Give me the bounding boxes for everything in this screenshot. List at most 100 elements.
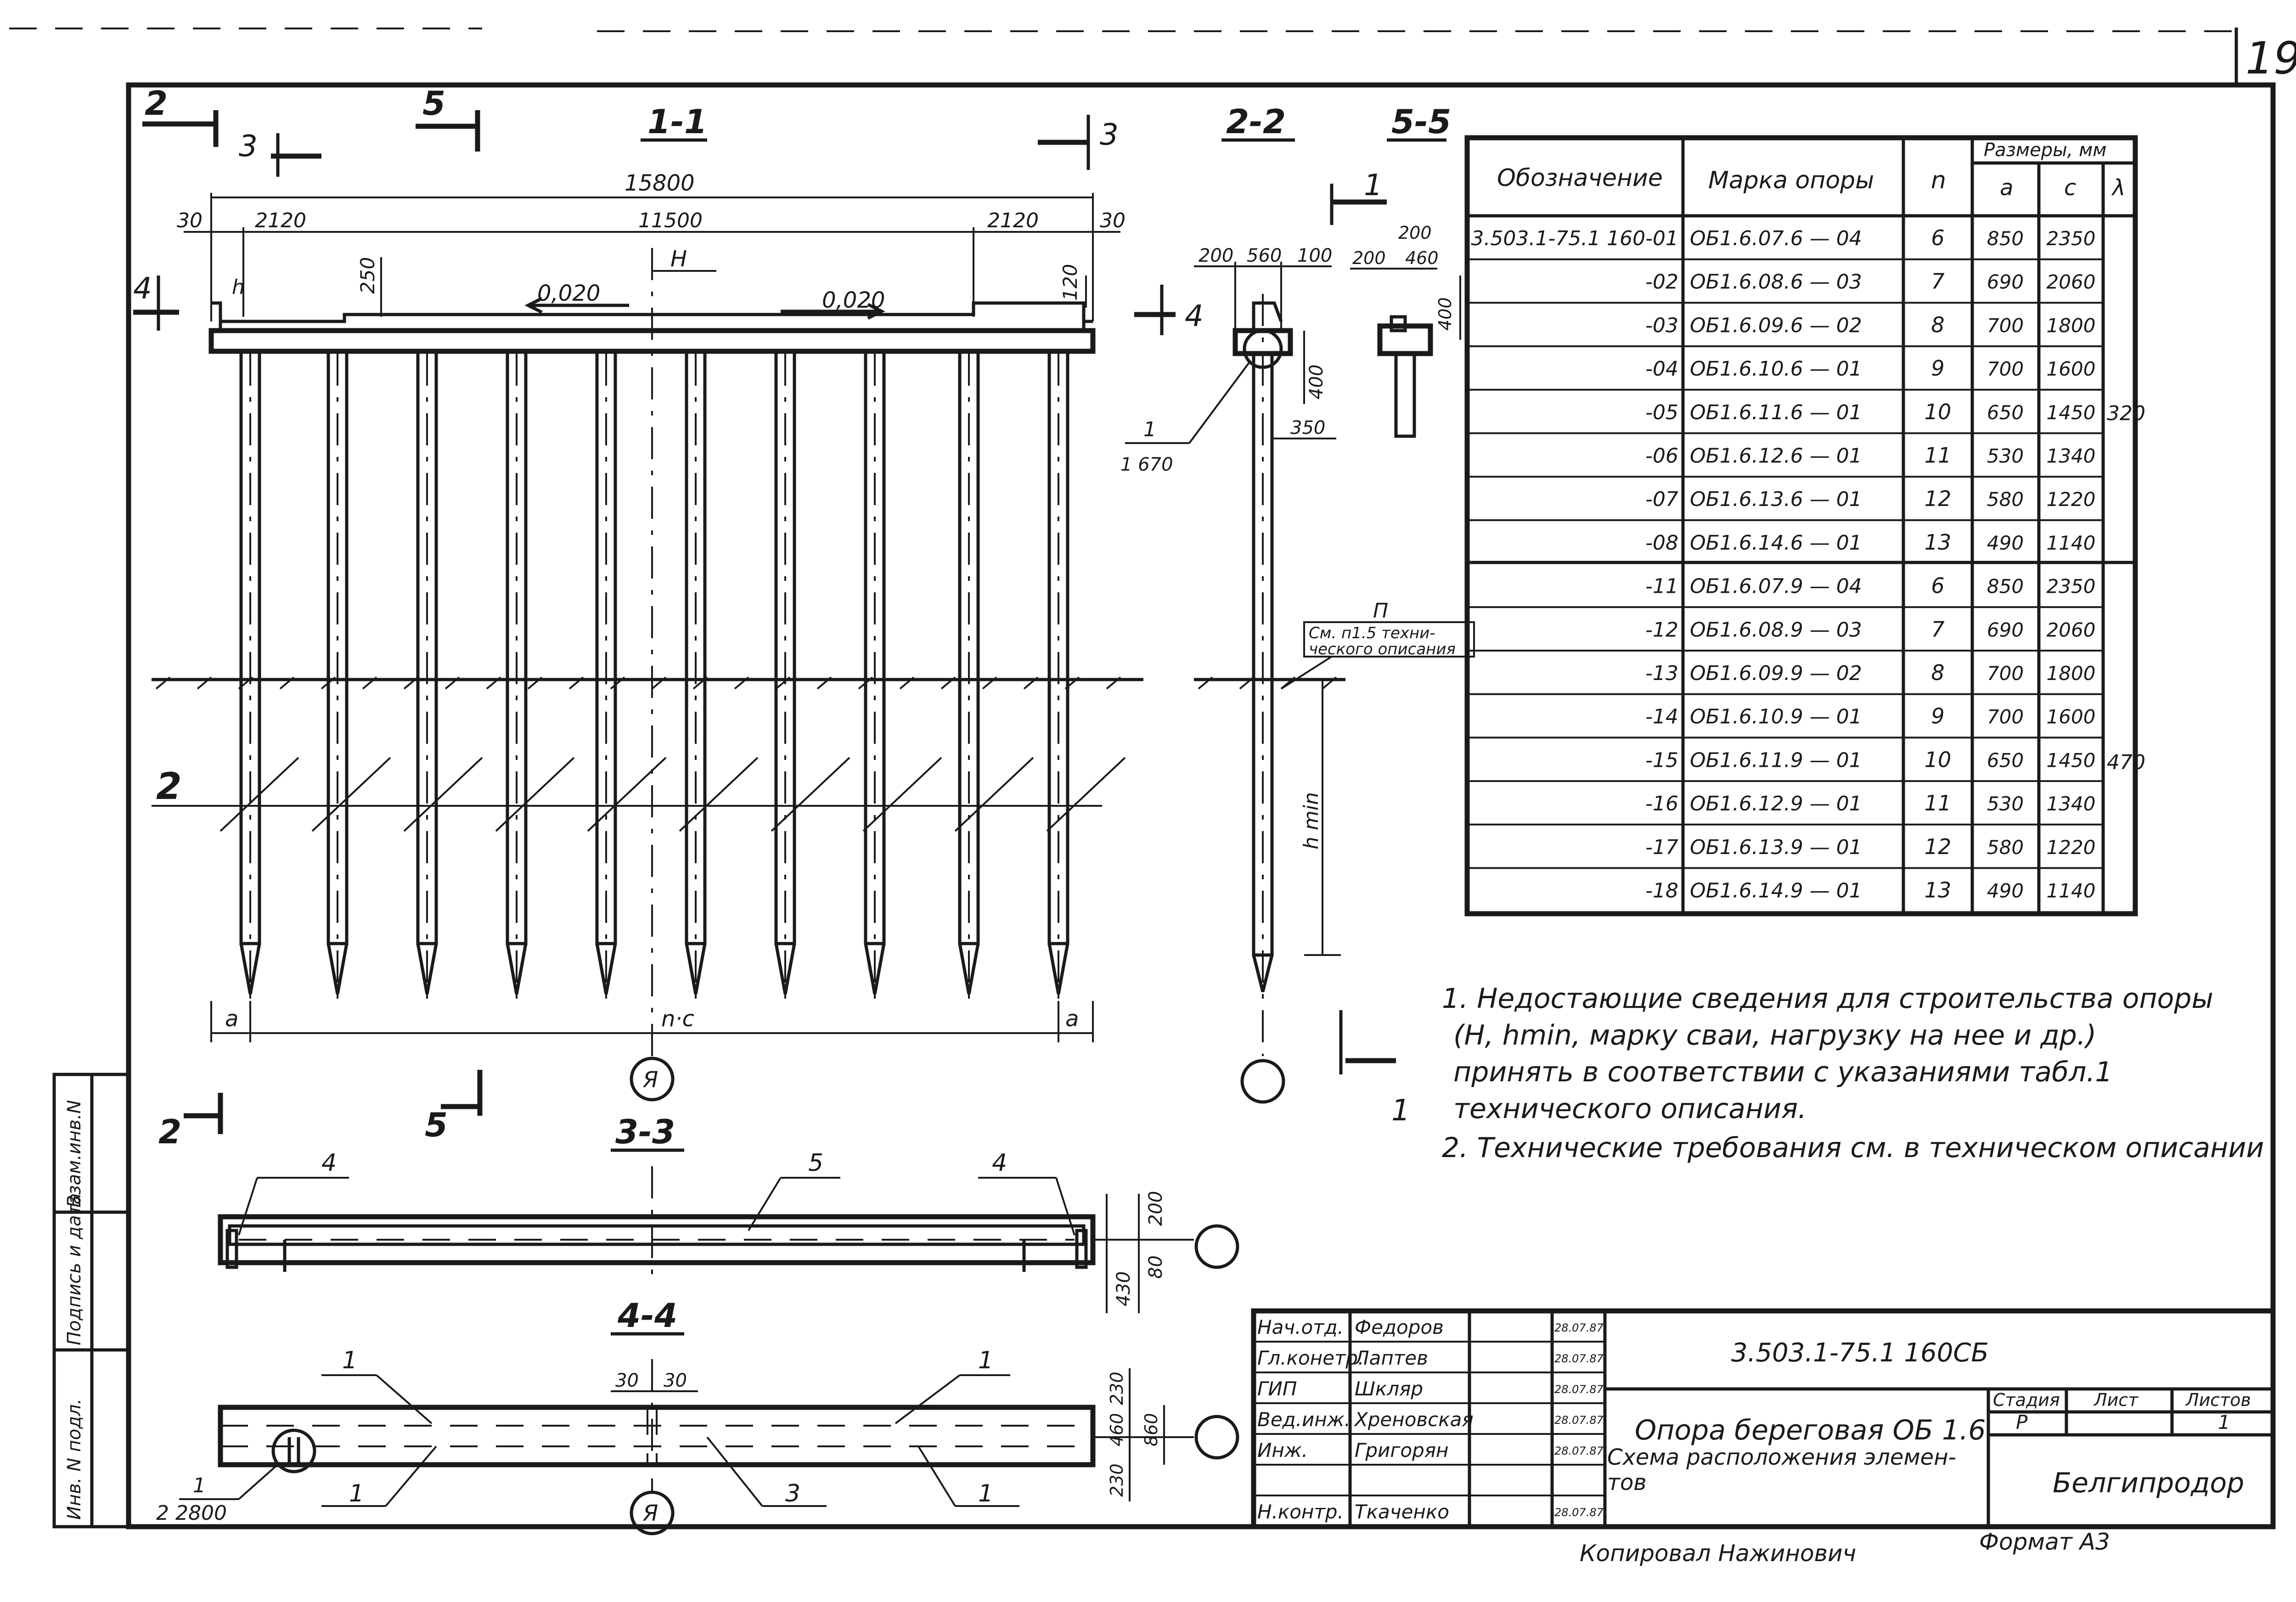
table-cell-designation: -11 <box>1645 575 1678 598</box>
pile-2 <box>326 349 349 1001</box>
table-cell-a: 530 <box>1987 445 2024 467</box>
table-cell-mark: ОБ1.6.11.6 — 01 <box>1690 401 1862 424</box>
dim-edge-right: 30 <box>1100 209 1125 232</box>
s22-d200: 200 <box>1199 245 1233 266</box>
dim-edge-left: 30 <box>177 209 203 232</box>
pile-8 <box>864 349 886 1001</box>
piles <box>239 349 1069 1001</box>
table-cell-n: 6 <box>1931 225 1944 250</box>
cut-mark-1-top: 1 <box>1364 169 1383 202</box>
s33-d430: 430 <box>1113 1271 1134 1306</box>
table-cell-a: 690 <box>1987 271 2024 293</box>
tb-format: Формат А3 <box>1979 1529 2110 1555</box>
s44-d460: 460 <box>1107 1413 1127 1446</box>
table-cell-mark: ОБ1.6.09.6 — 02 <box>1690 314 1862 337</box>
table-cell-c: 1140 <box>2047 532 2096 554</box>
s22-d100: 100 <box>1297 245 1332 266</box>
cut-mark-3-right: 3 <box>1100 118 1119 152</box>
s44-d30a: 30 <box>615 1370 639 1391</box>
table-cell-n: 9 <box>1931 704 1944 729</box>
label-2: 2 <box>156 765 182 808</box>
table-cell-a: 650 <box>1987 401 2024 424</box>
pile-4 <box>506 349 528 1001</box>
tb-title-3: тов <box>1607 1470 1647 1495</box>
s33-d200: 200 <box>1145 1191 1166 1226</box>
th-designation: Обозначение <box>1497 164 1663 192</box>
lambda-group-1: 320 <box>2107 402 2145 425</box>
s44-callout-1a: 1 <box>342 1347 357 1374</box>
table-cell-c: 1450 <box>2047 749 2096 771</box>
table-cell-c: 1450 <box>2047 401 2096 424</box>
th-lambda: λ <box>2111 175 2125 201</box>
stamp-sign-label: Подпись и дата <box>64 1193 85 1345</box>
table-cell-designation: -04 <box>1645 357 1678 381</box>
tb-sheet-h: Лист <box>2093 1390 2139 1410</box>
table-cell-mark: ОБ1.6.10.9 — 01 <box>1690 705 1862 729</box>
slope-left: 0,020 <box>537 281 600 306</box>
table-cell-c: 2060 <box>2047 271 2096 293</box>
s44-d30b: 30 <box>664 1370 687 1391</box>
view-title-4-4: 4-4 <box>617 1296 677 1335</box>
table-cell-n: 11 <box>1925 443 1952 468</box>
drawing-frame <box>126 82 2276 1529</box>
s44-pile-mark-1: 1 <box>193 1474 206 1497</box>
table-cell-n: 13 <box>1925 530 1952 555</box>
pile-10 <box>1047 349 1069 1001</box>
table-cell-n: 7 <box>1931 617 1944 641</box>
dim-a-left: a <box>225 1006 238 1032</box>
table-cell-mark: ОБ1.6.07.6 — 04 <box>1690 227 1862 250</box>
table-cell-c: 1800 <box>2047 314 2096 337</box>
cut-mark-1-bottom: 1 <box>1391 1094 1410 1128</box>
pile-1 <box>239 349 261 1001</box>
tb-role: Нач.отд. <box>1257 1316 1344 1338</box>
s55-d460: 460 <box>1405 248 1439 268</box>
table-cell-mark: ОБ1.6.14.6 — 01 <box>1690 531 1862 555</box>
table-cell-designation: -03 <box>1645 314 1678 337</box>
view-4-4: 4-4 30 30 1 1 1 3 1 1 2 2800 230 460 <box>156 1296 1239 1535</box>
table-cell-n: 8 <box>1931 312 1944 337</box>
note-1-line-3: принять в соответствии с указаниями табл… <box>1453 1056 2113 1088</box>
cut-mark-2-top: 2 <box>145 84 168 123</box>
tb-name: Шкляр <box>1355 1377 1423 1400</box>
tb-title-2: Схема расположения элемен- <box>1607 1445 1956 1470</box>
tb-role: Инж. <box>1257 1439 1308 1461</box>
tb-sheets-v: 1 <box>2218 1411 2230 1433</box>
view-title-2-2: 2-2 <box>1226 102 1286 141</box>
table-cell-mark: ОБ1.6.14.9 — 01 <box>1690 879 1862 903</box>
s44-d230a: 230 <box>1107 1372 1127 1405</box>
table-cell-n: 9 <box>1931 356 1944 381</box>
table-cell-c: 2350 <box>2047 227 2096 250</box>
table-cell-a: 650 <box>1987 749 2024 771</box>
note-1-line-2: (H, hmin, марку сваи, нагрузку на нее и … <box>1453 1019 2096 1051</box>
table-cell-a: 580 <box>1987 836 2024 859</box>
table-cell-mark: ОБ1.6.12.9 — 01 <box>1690 792 1862 815</box>
dim-a-right: a <box>1065 1006 1079 1032</box>
table-cell-c: 1600 <box>2047 358 2096 380</box>
stamp-inv-label: Инв. N подл. <box>64 1399 85 1520</box>
table-cell-c: 1800 <box>2047 662 2096 685</box>
tb-role: ГИП <box>1257 1377 1297 1400</box>
s22-leader-1670: 1 670 <box>1120 454 1173 475</box>
table-cell-n: 10 <box>1925 399 1952 424</box>
notes: 1. Недостающие сведения для строительств… <box>1442 983 2264 1164</box>
table-cell-mark: ОБ1.6.09.9 — 02 <box>1690 662 1862 685</box>
table-cell-designation: -12 <box>1645 618 1678 641</box>
tb-stage-v: Р <box>2016 1411 2028 1433</box>
s22-note-1: См. п1.5 техни- <box>1309 624 1435 642</box>
table-cell-c: 1340 <box>2047 445 2096 467</box>
table-cell-designation: -13 <box>1645 662 1678 685</box>
th-a: a <box>2000 175 2013 201</box>
sheet-number: 19 <box>2245 33 2296 84</box>
table-cell-a: 490 <box>1987 532 2024 554</box>
tb-role: Вед.инж. <box>1257 1408 1351 1431</box>
s44-callout-1c: 1 <box>349 1480 364 1507</box>
tb-date: 28.07.87 <box>1554 1506 1604 1519</box>
pile-3 <box>416 349 438 1001</box>
s55-d400: 400 <box>1435 297 1455 331</box>
table-cell-n: 6 <box>1931 573 1944 598</box>
table-cell-designation: -05 <box>1645 401 1678 424</box>
table-cell-designation: 3.503.1-75.1 160-01 <box>1471 227 1678 250</box>
table-cell-designation: -18 <box>1645 879 1678 903</box>
